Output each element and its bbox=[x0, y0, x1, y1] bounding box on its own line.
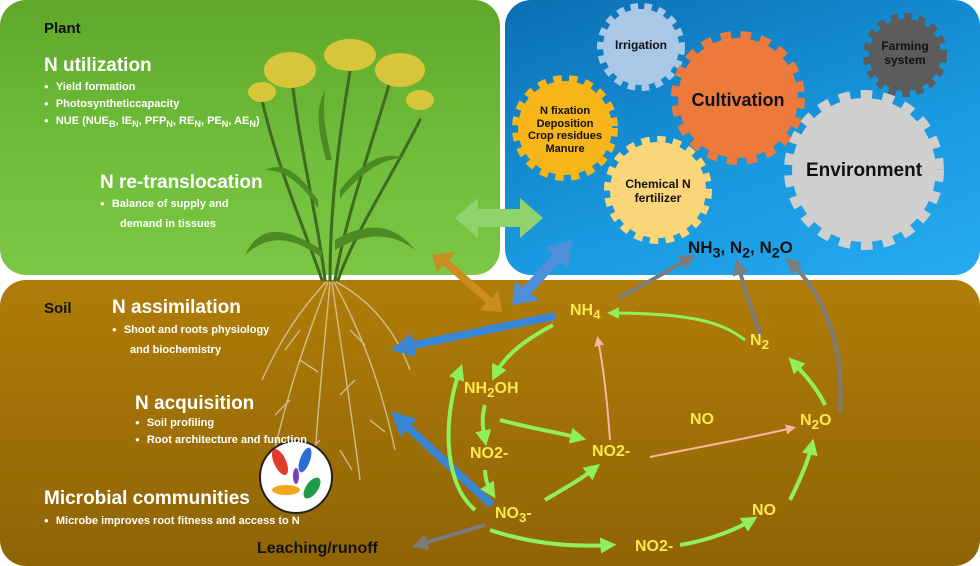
gear-environment bbox=[784, 90, 944, 250]
gear-farming-system bbox=[863, 13, 947, 97]
assim-item-cont: and biochemistry bbox=[130, 344, 222, 356]
n-acquisition-heading: N acquisition bbox=[135, 393, 255, 414]
rice-plant bbox=[245, 39, 434, 501]
species-no2-left: NO2- bbox=[470, 445, 509, 462]
plant-title: Plant bbox=[44, 20, 81, 37]
microbe-icon bbox=[259, 440, 333, 514]
species-no2-bottom: NO2- bbox=[635, 538, 674, 555]
plant-panel bbox=[0, 0, 500, 275]
gear-label-cultivation: Cultivation bbox=[691, 90, 785, 110]
emission-arrows bbox=[411, 254, 843, 550]
gear-irrigation bbox=[597, 3, 685, 91]
util-item-yield: Yield formation bbox=[44, 81, 136, 93]
gear-chemical-fertilizer bbox=[604, 136, 712, 244]
acq-item-root-architecture: Root architecture and function bbox=[135, 434, 307, 446]
acq-item-soil-profiling: Soil profiling bbox=[135, 417, 214, 429]
retrans-item: Balance of supply and bbox=[100, 198, 229, 210]
retrans-item-cont: demand in tissues bbox=[120, 218, 216, 230]
leaching-runoff-label: Leaching/runoff bbox=[257, 540, 378, 557]
gear-n-fixation bbox=[512, 75, 618, 181]
species-n2: N2 bbox=[750, 332, 769, 353]
species-nh2oh: NH2OH bbox=[464, 380, 519, 401]
nitrification-arrows bbox=[594, 336, 796, 458]
species-no3: NO3- bbox=[495, 505, 532, 526]
uptake-arrows bbox=[390, 312, 556, 508]
microbial-item: Microbe improves root fitness and access… bbox=[44, 515, 300, 527]
microbial-heading: Microbial communities bbox=[44, 488, 250, 509]
soil-title: Soil bbox=[44, 300, 72, 317]
species-n2o: N2O bbox=[800, 412, 832, 433]
cycle-arrows bbox=[446, 307, 827, 554]
gas-emissions-label: NH3, N2, N2O bbox=[688, 238, 793, 262]
gear-cultivation bbox=[671, 31, 805, 165]
gear-label-environment: Environment bbox=[805, 160, 923, 181]
n-retranslocation-heading: N re-translocation bbox=[100, 172, 263, 193]
species-no-right: NO bbox=[752, 502, 776, 519]
assim-item: Shoot and roots physiology bbox=[112, 324, 269, 336]
exchange-arrows bbox=[432, 198, 572, 312]
species-nh4: NH4 bbox=[570, 302, 601, 323]
util-item-nue: NUE (NUEB, IEN, PFPN, REN, PEN, AEN) bbox=[44, 115, 260, 129]
species-no2-middle: NO2- bbox=[592, 443, 631, 460]
n-utilization-heading: N utilization bbox=[44, 55, 152, 76]
n-assimilation-heading: N assimilation bbox=[112, 297, 241, 318]
util-item-photosynthetic: Photosyntheticcapacity bbox=[44, 98, 179, 110]
species-no-middle: NO bbox=[690, 411, 714, 428]
gear-label-irrigation: Irrigation bbox=[614, 38, 667, 52]
